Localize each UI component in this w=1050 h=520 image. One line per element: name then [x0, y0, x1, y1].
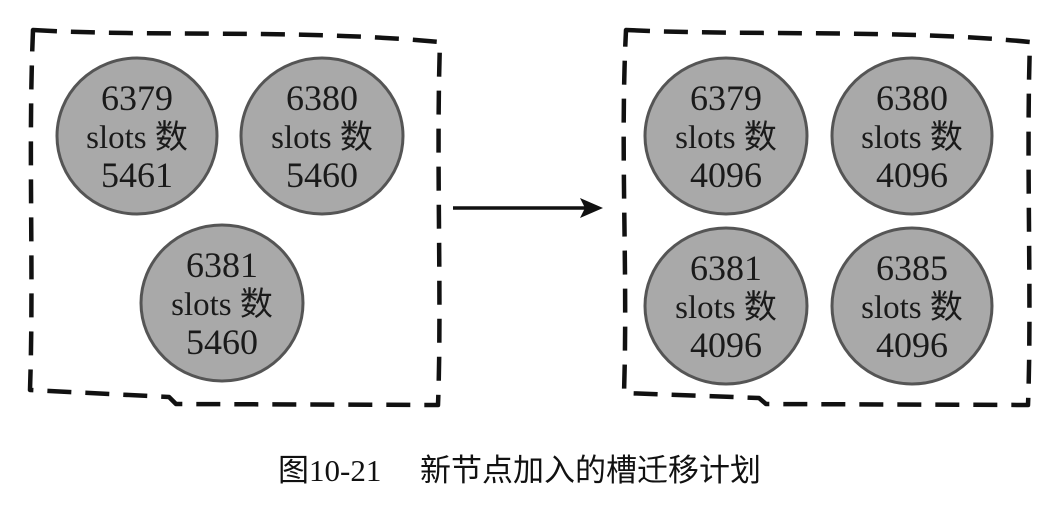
after-node-6380: 6380 slots 数 4096 — [830, 56, 994, 216]
node-port: 6385 — [876, 248, 948, 288]
after-cluster: 6379 slots 数 4096 6380 slots 数 4096 6381… — [621, 27, 1033, 408]
before-node-6379: 6379 slots 数 5461 — [55, 56, 219, 216]
migration-arrow — [453, 198, 603, 218]
before-node-6380: 6380 slots 数 5460 — [239, 56, 405, 216]
node-slots-label: slots 数 — [861, 289, 963, 326]
node-slot-count: 5461 — [101, 155, 173, 195]
node-slot-count: 4096 — [876, 155, 948, 195]
node-slot-count: 4096 — [690, 155, 762, 195]
node-slot-count: 5460 — [286, 155, 358, 195]
before-node-6381: 6381 slots 数 5460 — [139, 223, 305, 383]
after-cluster-border — [621, 27, 1033, 408]
node-slots-label: slots 数 — [171, 286, 273, 323]
node-slot-count: 5460 — [186, 322, 258, 362]
node-slots-label: slots 数 — [86, 119, 188, 156]
before-cluster: 6379 slots 数 5461 6380 slots 数 5460 6381… — [27, 27, 443, 408]
node-circle — [830, 56, 994, 216]
node-circle — [643, 226, 809, 386]
after-node-6379: 6379 slots 数 4096 — [643, 56, 809, 216]
node-slots-label: slots 数 — [675, 289, 777, 326]
before-cluster-border — [27, 27, 443, 408]
node-circle — [830, 226, 994, 386]
node-slot-count: 4096 — [690, 325, 762, 365]
after-node-6385: 6385 slots 数 4096 — [830, 226, 994, 386]
node-slots-label: slots 数 — [271, 119, 373, 156]
node-port: 6379 — [101, 78, 173, 118]
node-port: 6381 — [690, 248, 762, 288]
node-slots-label: slots 数 — [861, 119, 963, 156]
node-circle — [139, 223, 305, 383]
node-slots-label: slots 数 — [675, 119, 777, 156]
node-port: 6380 — [876, 78, 948, 118]
node-circle — [643, 56, 809, 216]
figure-number: 图10-21 — [278, 453, 381, 488]
figure-caption: 图10-21 新节点加入的槽迁移计划 — [278, 453, 761, 488]
arrow-head-icon — [580, 198, 603, 218]
node-circle — [239, 56, 405, 216]
figure-title: 新节点加入的槽迁移计划 — [420, 453, 761, 488]
node-circle — [55, 56, 219, 216]
node-port: 6381 — [186, 245, 258, 285]
node-slot-count: 4096 — [876, 325, 948, 365]
node-port: 6379 — [690, 78, 762, 118]
after-node-6381: 6381 slots 数 4096 — [643, 226, 809, 386]
node-port: 6380 — [286, 78, 358, 118]
